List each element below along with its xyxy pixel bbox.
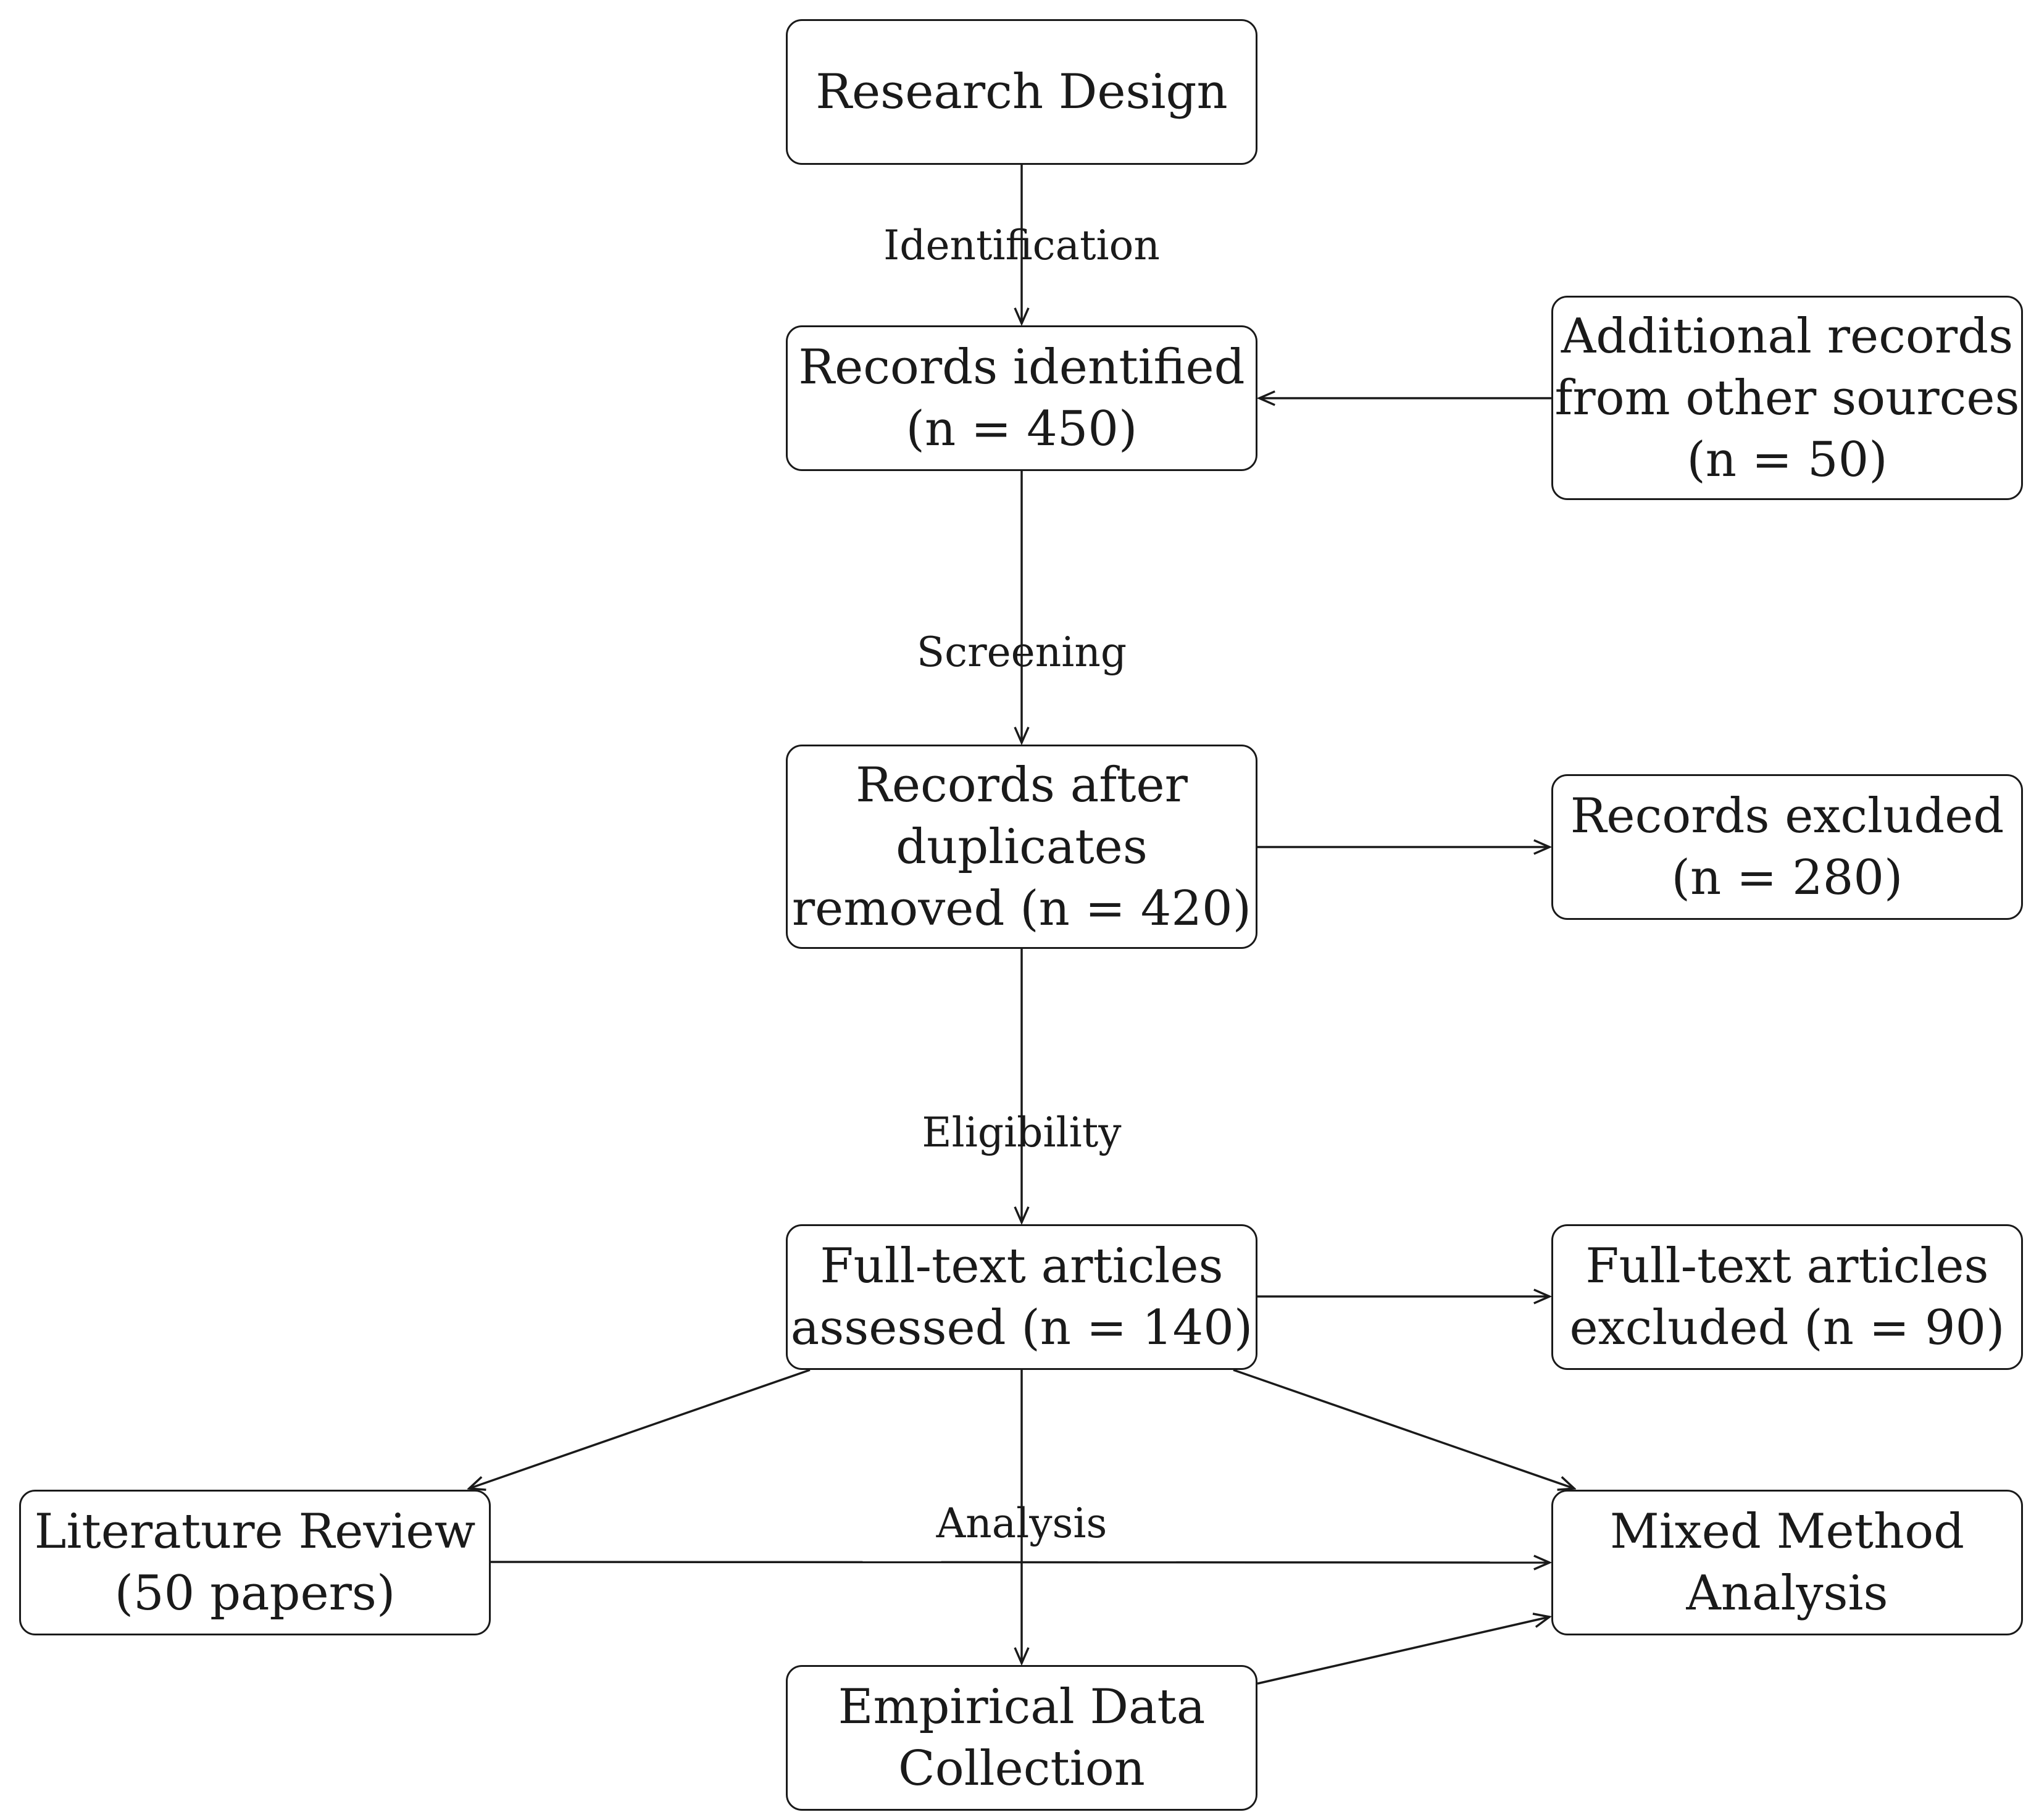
mixed-method-analysis-box: Mixed Method Analysis (1551, 1490, 2023, 1635)
literature-review-box: Literature Review (50 papers) (19, 1490, 491, 1635)
records-identified-box: Records identified (n = 450) (786, 325, 1257, 471)
full-text-excluded-box: Full-text articles excluded (n = 90) (1551, 1224, 2023, 1370)
arrow-literature-to-mixed (490, 1562, 1549, 1563)
research-design-box: Research Design (786, 19, 1257, 165)
arrow-fulltext-to-mixed (1233, 1369, 1574, 1488)
empirical-data-collection-box: Empirical Data Collection (786, 1665, 1257, 1811)
screening-label: Screening (916, 628, 1127, 676)
additional-records-box: Additional records from other sources (n… (1551, 296, 2023, 500)
full-text-assessed-box: Full-text articles assessed (n = 140) (786, 1224, 1257, 1370)
records-excluded-box: Records excluded (n = 280) (1551, 774, 2023, 920)
records-after-duplicates-box: Records after duplicates removed (n = 42… (786, 745, 1257, 949)
arrow-fulltext-to-literature (469, 1369, 811, 1488)
eligibility-label: Eligibility (922, 1109, 1122, 1156)
arrow-empirical-to-mixed (1257, 1617, 1549, 1685)
analysis-label: Analysis (936, 1500, 1107, 1547)
identification-label: Identification (883, 222, 1160, 269)
